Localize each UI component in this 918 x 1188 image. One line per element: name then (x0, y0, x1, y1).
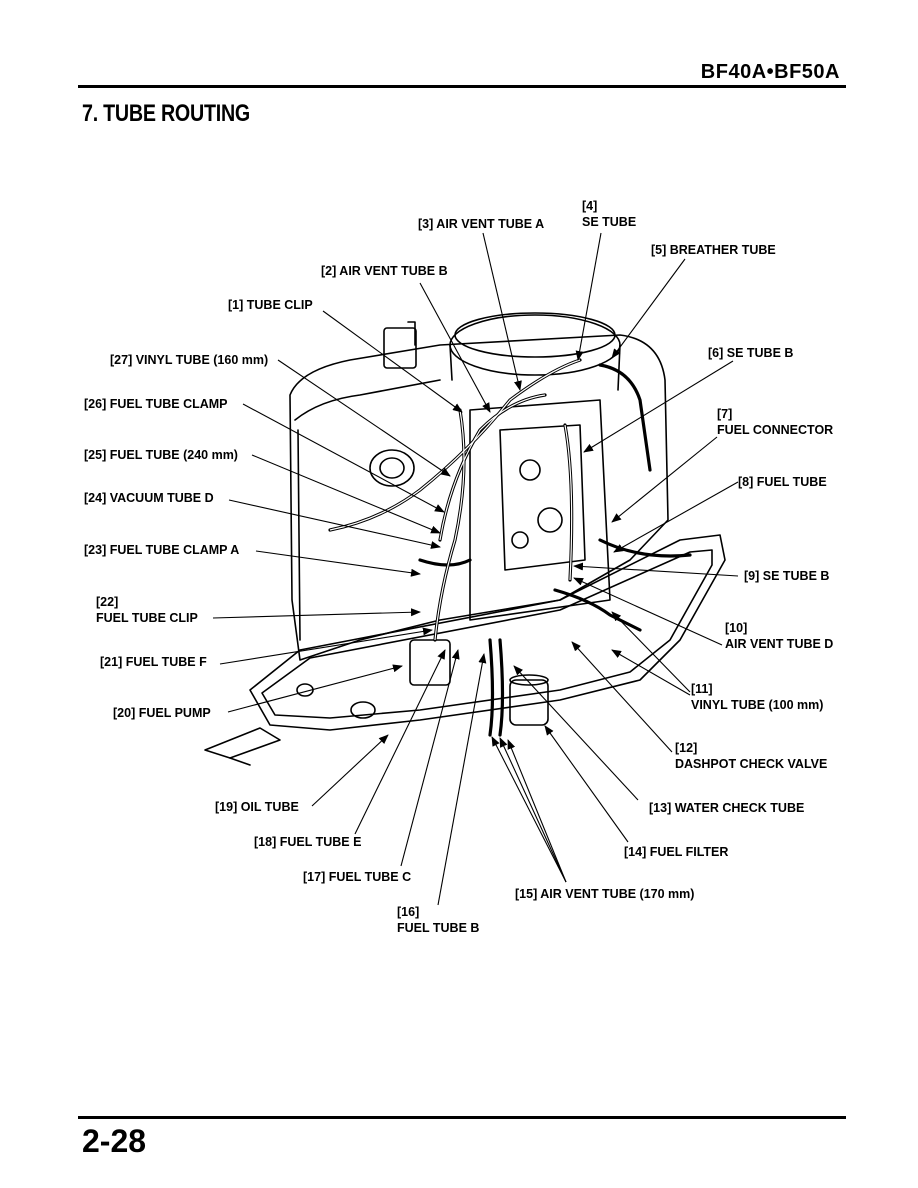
label-air-vent-tube-b: [2] AIR VENT TUBE B (321, 264, 448, 278)
label-fuel-connector-name: FUEL CONNECTOR (717, 423, 834, 437)
label-fuel-tube-clip: [22] FUEL TUBE CLIP (96, 594, 198, 626)
label-fuel-tube-clip-number: [22] (96, 595, 119, 609)
label-air-vent-tube-d-name: AIR VENT TUBE D (725, 637, 834, 651)
label-tube-clip: [1] TUBE CLIP (228, 298, 313, 312)
label-fuel-tube-clamp: [26] FUEL TUBE CLAMP (84, 397, 228, 411)
label-vacuum-tube-d: [24] VACUUM TUBE D (84, 491, 214, 505)
label-air-vent-tube-170: [15] AIR VENT TUBE (170 mm) (515, 887, 695, 901)
label-fuel-tube: [8] FUEL TUBE (738, 475, 827, 489)
label-fuel-tube-b-number: [16] (397, 905, 420, 919)
label-dashpot-check-valve: [12] DASHPOT CHECK VALVE (675, 740, 827, 772)
page-number: 2-28 (82, 1123, 147, 1159)
label-fuel-tube-b: [16] FUEL TUBE B (397, 904, 479, 936)
label-se-tube-b-6: [6] SE TUBE B (708, 346, 794, 360)
label-fuel-connector: [7] FUEL CONNECTOR (717, 406, 833, 438)
engine-drawing (204, 312, 726, 766)
label-fuel-tube-clip-name: FUEL TUBE CLIP (96, 611, 198, 625)
label-se-tube-name: SE TUBE (582, 215, 637, 229)
label-fuel-pump: [20] FUEL PUMP (113, 706, 211, 720)
label-air-vent-tube-d: [10] AIR VENT TUBE D (725, 620, 833, 652)
label-breather-tube: [5] BREATHER TUBE (651, 243, 776, 257)
label-se-tube-number: [4] (582, 199, 598, 213)
label-fuel-tube-clamp-a: [23] FUEL TUBE CLAMP A (84, 543, 240, 557)
label-fuel-filter: [14] FUEL FILTER (624, 845, 729, 859)
label-fuel-tube-e: [18] FUEL TUBE E (254, 835, 362, 849)
label-water-check-tube: [13] WATER CHECK TUBE (649, 801, 805, 815)
label-vinyl-tube-100-name: VINYL TUBE (100 mm) (691, 698, 824, 712)
label-fuel-tube-240: [25] FUEL TUBE (240 mm) (84, 448, 238, 462)
label-fuel-connector-number: [7] (717, 407, 733, 421)
section-title: 7. TUBE ROUTING (82, 100, 250, 127)
label-se-tube: [4] SE TUBE (582, 198, 636, 230)
label-air-vent-tube-d-number: [10] (725, 621, 748, 635)
label-fuel-tube-c: [17] FUEL TUBE C (303, 870, 412, 884)
label-vinyl-tube-100-number: [11] (691, 682, 713, 696)
label-se-tube-b-9: [9] SE TUBE B (744, 569, 830, 583)
label-fuel-tube-f: [21] FUEL TUBE F (100, 655, 207, 669)
leader-lines (212, 232, 739, 906)
label-fuel-tube-b-name: FUEL TUBE B (397, 921, 480, 935)
model-designation: BF40A•BF50A (700, 61, 840, 83)
label-oil-tube: [19] OIL TUBE (215, 800, 299, 814)
label-vinyl-tube-100: [11] VINYL TUBE (100 mm) (691, 681, 823, 713)
label-vinyl-tube-160: [27] VINYL TUBE (160 mm) (110, 353, 269, 367)
label-dashpot-check-valve-name: DASHPOT CHECK VALVE (675, 757, 828, 771)
header-rule (78, 85, 846, 88)
label-air-vent-tube-a: [3] AIR VENT TUBE A (418, 217, 545, 231)
label-dashpot-check-valve-number: [12] (675, 741, 698, 755)
footer-rule (78, 1116, 846, 1119)
